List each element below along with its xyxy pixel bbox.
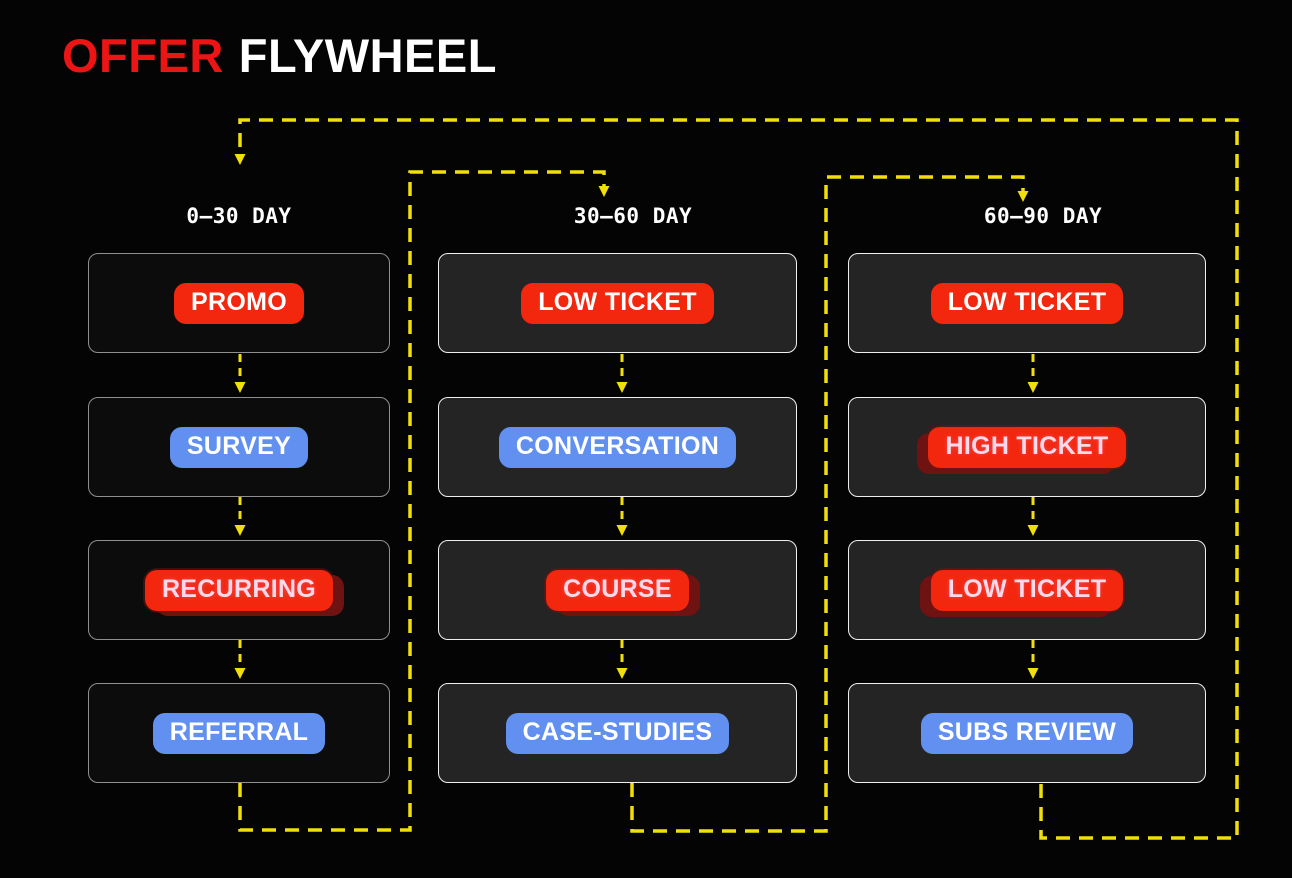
box-conversation: CONVERSATION <box>438 397 797 497</box>
column-header-60-90-day: 60–90 DAY <box>983 204 1103 228</box>
column-header-30-60-day: 30–60 DAY <box>573 204 693 228</box>
loop-outer-return-arrow <box>234 118 1239 840</box>
pill-promo: PROMO <box>174 282 304 324</box>
pill-recurring: RECURRING <box>144 569 334 611</box>
pill-survey: SURVEY <box>169 426 309 468</box>
title-rest: FLYWHEEL <box>238 29 497 82</box>
pill-conversation: CONVERSATION <box>498 426 737 468</box>
pill-low-ticket-mid: LOW TICKET <box>521 282 714 324</box>
pill-course: COURSE <box>546 569 689 611</box>
pill-subs-review: SUBS REVIEW <box>920 712 1134 754</box>
pill-low-ticket-late-1: LOW TICKET <box>930 282 1124 324</box>
box-case-studies: CASE-STUDIES <box>438 683 797 783</box>
loop-col1-to-col2-arrow <box>238 170 610 832</box>
pill-referral: REFERRAL <box>152 712 326 754</box>
page-title: OFFER FLYWHEEL <box>62 28 497 83</box>
column-header-0-30-day: 0–30 DAY <box>186 204 292 228</box>
box-promo: PROMO <box>88 253 390 353</box>
box-low-ticket-late-1: LOW TICKET <box>848 253 1206 353</box>
pill-high-ticket: HIGH TICKET <box>928 426 1126 468</box>
box-referral: REFERRAL <box>88 683 390 783</box>
box-low-ticket-late-2: LOW TICKET <box>848 540 1206 640</box>
box-recurring: RECURRING <box>88 540 390 640</box>
box-course: COURSE <box>438 540 797 640</box>
box-high-ticket: HIGH TICKET <box>848 397 1206 497</box>
pill-low-ticket-late-2: LOW TICKET <box>930 569 1124 611</box>
title-accent: OFFER <box>62 29 224 82</box>
pill-case-studies: CASE-STUDIES <box>505 712 730 754</box>
box-survey: SURVEY <box>88 397 390 497</box>
box-low-ticket-mid: LOW TICKET <box>438 253 797 353</box>
box-subs-review: SUBS REVIEW <box>848 683 1206 783</box>
